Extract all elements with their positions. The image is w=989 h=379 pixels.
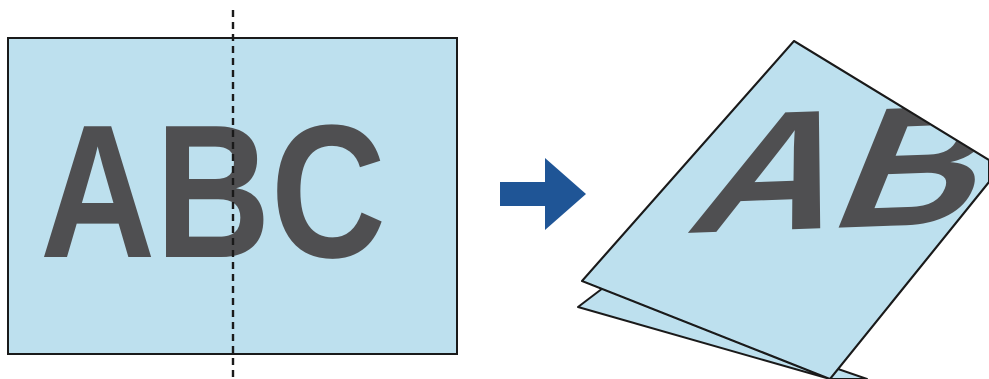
folded-sheet-visible-text: AB (668, 67, 989, 270)
unfolded-sheet-text: ABC (40, 86, 386, 298)
folded-sheet: AB (577, 40, 989, 379)
folded-sheet-outline (581, 40, 989, 379)
right-arrow-icon (500, 158, 586, 230)
